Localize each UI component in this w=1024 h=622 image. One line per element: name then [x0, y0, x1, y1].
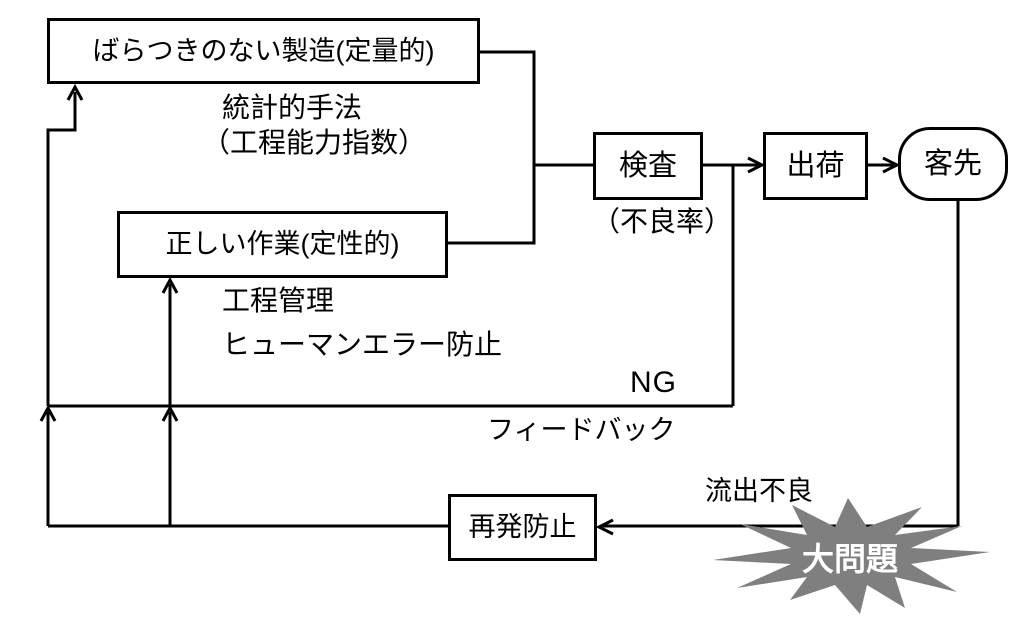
label-process-management: 工程管理 — [222, 285, 335, 316]
connector-merge-boxes — [448, 50, 536, 245]
arrowhead-into-manufacturing — [66, 83, 84, 101]
connector-feedback-to-manufacturing — [46, 92, 77, 406]
label-outflow-defect: 流出不良 — [705, 476, 813, 506]
label-feedback: フィードバック — [487, 415, 676, 445]
label-defect-rate: （不良率） — [592, 206, 733, 237]
node-inspection: 検査 — [593, 132, 703, 200]
node-manufacturing: ばらつきのない製造(定量的) — [47, 18, 480, 84]
arrowhead-feedback-left — [39, 404, 57, 422]
connector-group — [39, 50, 960, 536]
arrowhead-into-correct-work — [161, 276, 179, 294]
node-recurrence-prevention: 再発防止 — [448, 494, 597, 561]
node-shipping: 出荷 — [763, 132, 868, 200]
label-statistical-method: 統計的手法 — [222, 92, 363, 123]
label-process-capability-index: （工程能力指数） — [202, 127, 427, 158]
arrowhead-into-recurrence — [595, 518, 614, 536]
big-problem-starburst — [713, 498, 990, 614]
big-problem-text: 大問題 — [801, 541, 898, 577]
arrowhead-into-customer — [882, 156, 901, 174]
arrowhead-feedback-mid — [161, 404, 179, 422]
arrowhead-into-shipping — [747, 156, 766, 174]
label-human-error-prevention: ヒューマンエラー防止 — [222, 329, 503, 360]
node-customer: 客先 — [898, 127, 1008, 201]
node-correct-work: 正しい作業(定性的) — [117, 211, 448, 278]
label-ng: NG — [630, 366, 677, 399]
